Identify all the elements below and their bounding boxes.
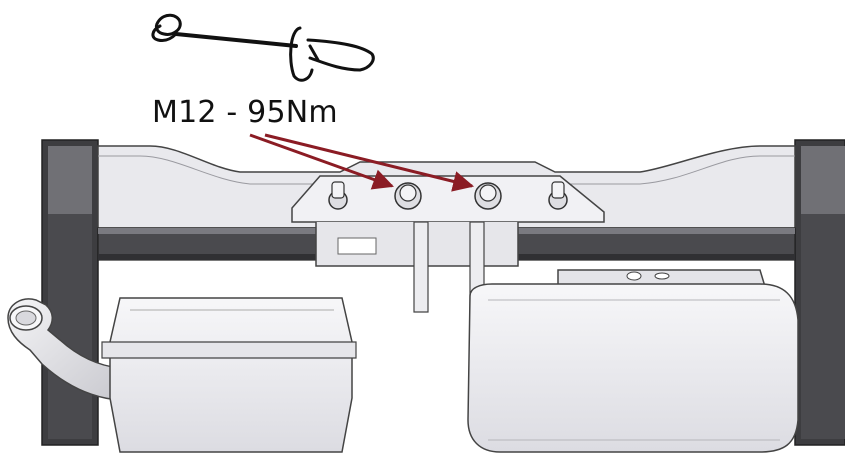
bolt-m12-left — [394, 182, 422, 210]
bolt-outer-right — [548, 181, 568, 210]
torque-wrench-icon — [151, 13, 375, 82]
hanger-tab-left — [413, 221, 429, 313]
frame-left-post — [41, 139, 99, 446]
torque-spec-label: M12 - 95Nm — [152, 95, 338, 130]
frame-right-post — [794, 139, 845, 446]
left-tank-with-pipe — [7, 297, 357, 453]
bolt-m12-right — [474, 182, 502, 210]
bolt-outer-left — [328, 181, 348, 210]
mounting-bracket — [291, 175, 605, 223]
torque-arrows — [249, 133, 475, 192]
right-tank — [467, 269, 799, 453]
